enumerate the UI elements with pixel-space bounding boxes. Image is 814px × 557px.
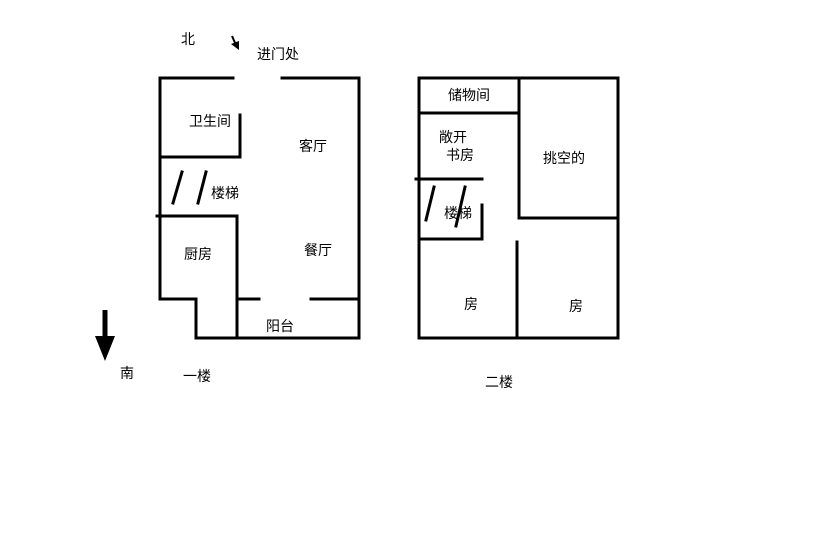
floor2-caption: 二楼 (485, 375, 513, 391)
floor1-stair-tread-2 (196, 170, 208, 205)
floor2-open-study-label-line1: 敞开 (439, 130, 467, 146)
south-label: 南 (120, 366, 134, 382)
floor1-bathroom-label: 卫生间 (189, 114, 231, 130)
floor2-void-label: 挑空的 (543, 151, 585, 167)
floor1-dining-room-label: 餐厅 (304, 243, 332, 259)
floor2-bedroom-right-label: 房 (569, 299, 583, 315)
large-arrow-down-icon (95, 310, 115, 361)
north-label: 北 (181, 32, 195, 48)
floor1-stair-tread-1 (171, 170, 184, 205)
floor1-kitchen-label: 厨房 (184, 247, 212, 263)
floor2-stair-tread-2 (454, 185, 467, 228)
floor2-walls (414, 76, 620, 340)
floor2-stair-tread-1 (424, 185, 436, 222)
floor1-stairs-label: 楼梯 (211, 186, 239, 202)
floor2-bedroom-left-label: 房 (464, 297, 478, 313)
floor1-walls (155, 76, 361, 340)
floor2-stairs-label: 楼梯 (444, 206, 472, 222)
floor1-living-room-label: 客厅 (299, 139, 327, 155)
floor2-storage-label: 储物间 (448, 88, 490, 104)
floor1-balcony-label: 阳台 (266, 319, 294, 335)
small-arrow-down-right-icon (231, 35, 239, 50)
floor2-open-study-label-line2: 书房 (446, 148, 474, 164)
floor1-caption: 一楼 (183, 369, 211, 385)
entrance-label: 进门处 (257, 47, 299, 63)
